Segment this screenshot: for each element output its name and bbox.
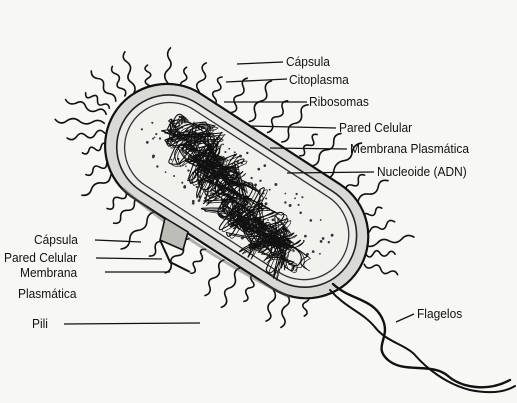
ribosome-dot bbox=[331, 234, 334, 237]
ribosome-dot bbox=[246, 152, 248, 154]
pilus-hair bbox=[364, 264, 397, 274]
pilus-hair bbox=[205, 260, 224, 296]
ribosome-dot bbox=[159, 137, 161, 139]
pilus-hair bbox=[112, 66, 126, 96]
ribosome-dot bbox=[289, 204, 292, 207]
ribosome-dot bbox=[265, 202, 268, 205]
pilus-hair bbox=[231, 78, 247, 112]
label-membrana-line1: Membrana bbox=[20, 266, 77, 280]
pilus-hair bbox=[212, 77, 222, 104]
ribosome-dot bbox=[234, 151, 236, 153]
pilus-hair bbox=[249, 81, 271, 122]
ribosome-dot bbox=[294, 197, 296, 199]
label-pared-celular-left: Pared Celular bbox=[4, 251, 77, 265]
ribosome-dot bbox=[263, 164, 266, 167]
ribosome-dot bbox=[303, 240, 305, 242]
ribosome-dot bbox=[301, 196, 303, 198]
pilus-hair bbox=[191, 249, 206, 273]
pilus-hair bbox=[123, 52, 135, 93]
ribosome-dot bbox=[222, 144, 224, 146]
ribosome-dot bbox=[146, 141, 149, 144]
pilus-hair bbox=[67, 130, 105, 139]
ribosome-dot bbox=[310, 219, 313, 222]
ribosome-dot bbox=[322, 237, 325, 240]
ribosome-dot bbox=[152, 155, 155, 158]
label-pili: Pili bbox=[32, 317, 48, 331]
pilus-hair bbox=[86, 93, 110, 108]
ribosome-dot bbox=[319, 253, 321, 255]
ribosome-dot bbox=[320, 240, 323, 243]
ribosome-dot bbox=[173, 175, 175, 177]
ribosome-dot bbox=[304, 235, 307, 238]
ribosome-dot bbox=[320, 219, 322, 221]
ribosome-dot bbox=[299, 211, 302, 214]
label-ribosomas: Ribosomas bbox=[309, 95, 369, 109]
ribosome-dot bbox=[250, 177, 252, 179]
pilus-hair bbox=[300, 134, 317, 155]
pilus-hair bbox=[268, 101, 288, 133]
ribosome-dot bbox=[171, 159, 173, 161]
ribosome-dot bbox=[151, 122, 153, 124]
ribosome-dot bbox=[257, 168, 260, 171]
label-citoplasma: Citoplasma bbox=[289, 73, 349, 87]
ribosome-dot bbox=[154, 136, 156, 138]
ribosome-dot bbox=[295, 193, 297, 195]
ribosome-dot bbox=[224, 151, 226, 153]
ribosome-dot bbox=[285, 193, 287, 195]
pilus-hair bbox=[66, 100, 107, 115]
ribosome-dot bbox=[228, 148, 230, 150]
pilus-hair bbox=[312, 134, 341, 166]
ribosome-dot bbox=[267, 219, 269, 221]
ribosome-dot bbox=[181, 182, 183, 184]
pilus-hair bbox=[366, 251, 395, 257]
ribosome-dot bbox=[165, 171, 167, 173]
label-capsula-left: Cápsula bbox=[34, 233, 78, 247]
ribosome-dot bbox=[298, 204, 300, 206]
label-nucleoide: Nucleoide (ADN) bbox=[377, 165, 467, 179]
ribosome-dot bbox=[187, 169, 189, 171]
flagellum bbox=[330, 284, 515, 392]
ribosome-dot bbox=[156, 165, 158, 167]
pilus-hair bbox=[282, 105, 308, 142]
ribosome-dot bbox=[185, 166, 187, 168]
pilus-hair bbox=[121, 212, 156, 249]
ribosome-dot bbox=[312, 250, 315, 253]
label-capsula-right: Cápsula bbox=[286, 55, 330, 69]
label-flagelos: Flagelos bbox=[417, 307, 462, 321]
ribosome-dot bbox=[152, 138, 154, 140]
pilus-hair bbox=[221, 268, 239, 307]
ribosome-dot bbox=[292, 250, 294, 252]
pilus-hair bbox=[365, 235, 414, 246]
label-membrana-line2: Plasmática bbox=[18, 287, 76, 301]
ribosome-dot bbox=[274, 183, 277, 186]
ribosome-dot bbox=[272, 219, 275, 222]
ribosome-dot bbox=[269, 189, 271, 191]
pilus-hair bbox=[82, 143, 107, 154]
ribosome-dot bbox=[141, 128, 143, 130]
ribosome-dot bbox=[265, 197, 267, 199]
ribosome-dot bbox=[178, 123, 180, 125]
ribosome-dot bbox=[192, 200, 195, 203]
pilus-hair bbox=[55, 119, 104, 124]
ribosome-dot bbox=[328, 241, 330, 243]
ribosome-dot bbox=[155, 133, 157, 135]
label-membrana-plasmatica-right: Membrana Plasmática bbox=[350, 142, 469, 156]
ribosome-dot bbox=[259, 180, 261, 182]
pilus-hair bbox=[91, 71, 115, 101]
ribosome-dot bbox=[284, 201, 286, 203]
label-pared-celular-right: Pared Celular bbox=[339, 121, 412, 135]
ribosome-dot bbox=[183, 186, 186, 189]
